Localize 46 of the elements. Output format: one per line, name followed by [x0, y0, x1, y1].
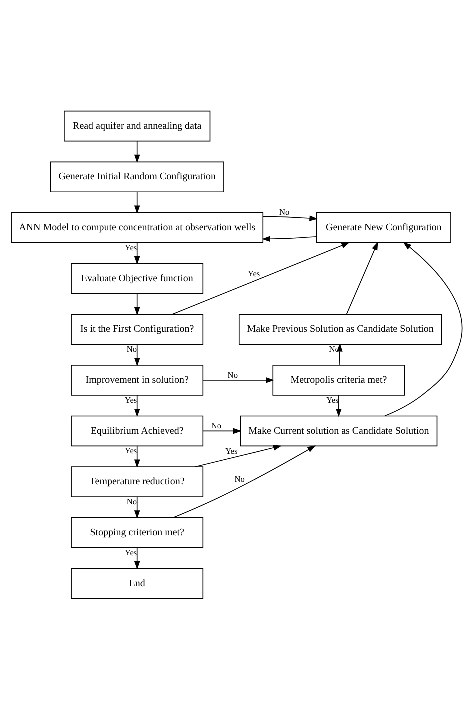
arrow — [134, 496, 140, 518]
edge-label: Yes — [248, 268, 260, 278]
arrow — [336, 394, 342, 417]
arrow — [134, 547, 140, 570]
edge-label: Yes — [125, 242, 138, 252]
arrow — [134, 242, 140, 264]
node-box: Read aquifer and annealing data — [64, 110, 211, 142]
node-box: Generate New Configuration — [316, 212, 452, 243]
edge-label: Yes — [326, 395, 339, 404]
node-box: Equilibrium Achieved? — [71, 415, 204, 446]
arrow — [203, 428, 242, 434]
edge-label: No — [126, 344, 138, 354]
arrow — [195, 444, 282, 467]
arrow — [134, 344, 140, 366]
arrow — [134, 140, 140, 163]
arrow — [134, 191, 140, 214]
arrow — [262, 236, 318, 242]
edge-label: Yes — [226, 446, 238, 456]
edge-label: Yes — [125, 395, 138, 404]
node-box: Improvement in solution? — [71, 364, 204, 396]
node-box: Make Current solution as Candidate Solution — [240, 415, 438, 446]
node-box: ANN Model to compute concentration at observation wells — [11, 212, 264, 243]
edge-label: No — [234, 474, 245, 484]
node-box: End — [71, 568, 204, 599]
arrow — [203, 376, 274, 383]
arrow — [134, 394, 140, 417]
node-box: Generate Initial Random Configuration — [50, 161, 224, 192]
edge-label: Yes — [125, 548, 138, 557]
arrow — [346, 241, 378, 314]
node-box: Temperature reduction? — [71, 466, 204, 497]
node-box: Evaluate Objective function — [71, 262, 204, 294]
edge-label: No — [211, 421, 222, 430]
arrow — [172, 445, 316, 518]
node-box: Is it the First Configuration? — [71, 314, 204, 344]
edge-label: No — [228, 370, 238, 380]
node-box: Make Previous Solution as Candidate Solution — [238, 314, 442, 344]
node-box: Stopping criterion met? — [71, 516, 204, 548]
arrow — [172, 242, 350, 314]
edge-label: No — [126, 497, 138, 506]
arrow — [384, 242, 463, 416]
arrow — [134, 445, 140, 468]
edge-label: No — [279, 207, 290, 216]
arrow — [134, 292, 140, 316]
arrow — [262, 215, 318, 221]
node-box: Metropolis criteria met? — [272, 364, 406, 396]
edge-label: Yes — [125, 446, 138, 456]
